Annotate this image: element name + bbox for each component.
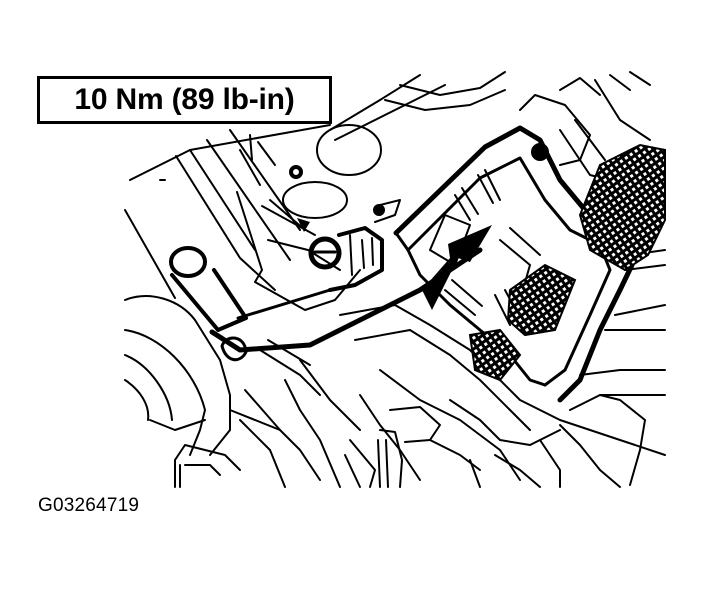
torque-spec-callout: 10 Nm (89 lb-in) (37, 76, 332, 124)
direction-arrow-icon (422, 225, 492, 310)
torque-spec-label: 10 Nm (89 lb-in) (74, 83, 295, 116)
figure-id-label: G03264719 (38, 495, 140, 516)
leader-arrow-icon (297, 218, 310, 232)
